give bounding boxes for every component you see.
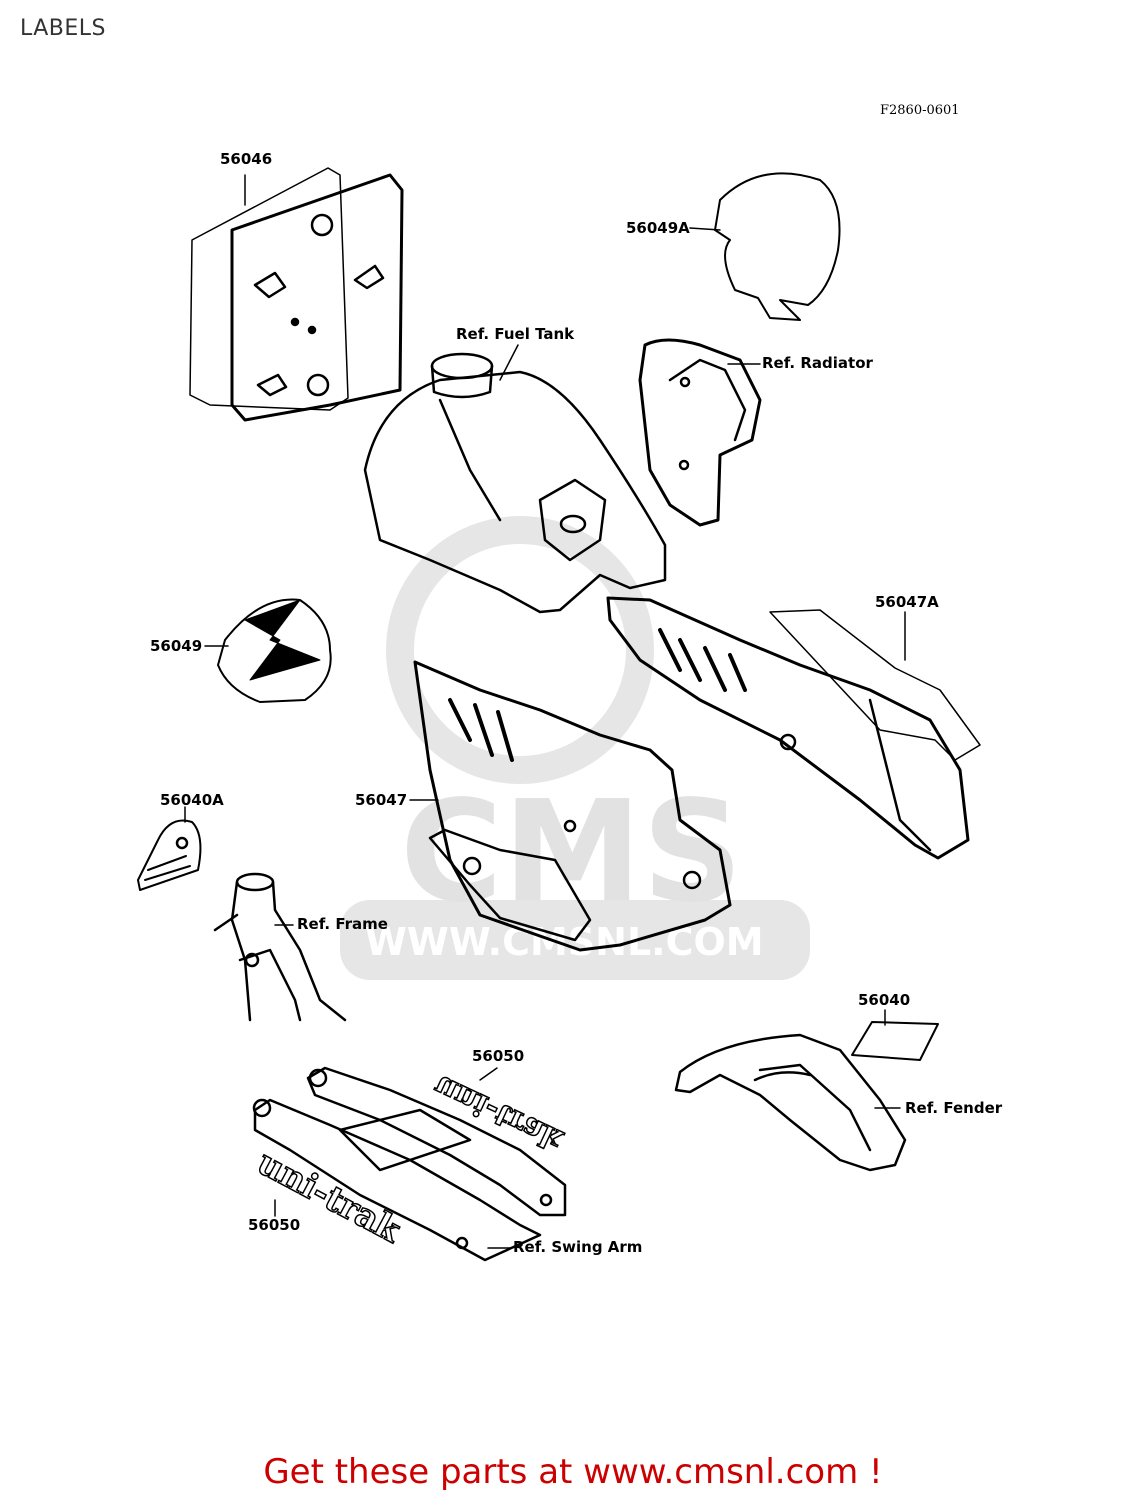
part-56049-emblem	[217, 598, 332, 703]
fuel-tank	[363, 352, 667, 614]
decal-unitrak-bottom: uni-trak	[251, 1143, 409, 1252]
callout-ref-fender: Ref. Fender	[905, 1099, 1003, 1117]
footer-promo: Get these parts at www.cmsnl.com !	[0, 1452, 1146, 1492]
leader-lines	[184, 174, 906, 1249]
callout-56050-bottom: 56050	[248, 1216, 301, 1234]
part-56047-side-cover	[413, 660, 732, 952]
decal-unitrak-top: uni-trak	[429, 1068, 569, 1158]
callout-56040A: 56040A	[160, 791, 224, 809]
figure-code: F2860-0601	[880, 103, 960, 118]
watermark-url: WWW.CMSNL.COM	[365, 920, 764, 964]
callout-56047: 56047	[355, 791, 408, 809]
rear-fender	[674, 1033, 907, 1172]
callout-ref-swing-arm: Ref. Swing Arm	[513, 1238, 643, 1256]
frame	[213, 872, 347, 1022]
callout-56049A: 56049A	[626, 219, 690, 237]
part-56040-label	[851, 1021, 939, 1061]
callout-56040: 56040	[858, 991, 911, 1009]
radiator-shroud	[638, 338, 762, 527]
callout-ref-radiator: Ref. Radiator	[762, 354, 873, 372]
swing-arm	[252, 1066, 567, 1262]
page-title: LABELS	[20, 16, 107, 41]
part-56047A-side-cover	[606, 596, 981, 860]
part-56040A-tag	[137, 819, 202, 891]
part-56046-label	[189, 167, 404, 422]
callout-56049: 56049	[150, 637, 203, 655]
callout-ref-fuel-tank: Ref. Fuel Tank	[456, 325, 575, 343]
footer-link[interactable]: Get these parts at www.cmsnl.com !	[263, 1452, 883, 1492]
parts-diagram: CMS WWW.CMSNL.COM	[137, 167, 981, 1262]
watermark-brand: CMS	[400, 771, 743, 934]
callout-56046: 56046	[220, 150, 273, 168]
callout-56047A: 56047A	[875, 593, 939, 611]
part-56049A-decal	[714, 172, 841, 321]
callout-56050-top: 56050	[472, 1047, 525, 1065]
callout-ref-frame: Ref. Frame	[297, 915, 388, 933]
